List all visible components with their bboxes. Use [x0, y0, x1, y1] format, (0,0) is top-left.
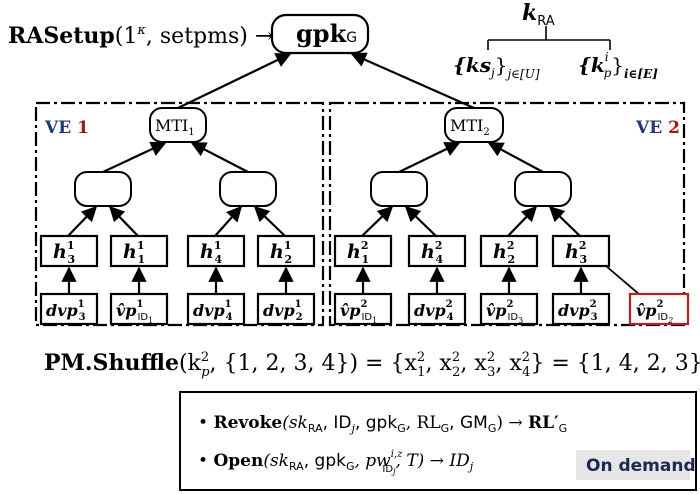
arrow-h42-2a [404, 205, 437, 237]
on-demand-badge [576, 450, 690, 480]
revoked-leaf-box [628, 292, 690, 326]
arrow-mti1-gpk [177, 53, 292, 109]
right-v-box-1 [407, 292, 467, 326]
gpk-root-node [270, 13, 370, 55]
arrow-h21-1b [253, 205, 286, 237]
ra-setup-expression: RASetup(1κ, setpms) → [8, 23, 273, 49]
left-h-box-3 [256, 234, 316, 268]
inner-node-2a [370, 171, 428, 207]
left-v-box-3 [256, 292, 316, 326]
arrow-1a-mti1 [102, 141, 167, 173]
arrow-h31-1a [67, 205, 98, 237]
ve2-box [328, 101, 686, 327]
right-h-box-1 [407, 234, 467, 268]
arrow-h41-1b [214, 205, 243, 237]
left-v-box-1 [109, 292, 169, 326]
arrow-h12-2a [361, 205, 394, 237]
left-v-box-2 [186, 292, 246, 326]
mti2-label: MTI2 [450, 116, 490, 138]
ve1-box [34, 101, 325, 327]
revoke-operation: • Revoke(skRA, IDj, gpkG, RLG, GMG) → RL… [198, 413, 567, 435]
arrow-mti2-gpk [350, 52, 475, 110]
right-v-box-2 [479, 292, 539, 326]
right-v-box-3 [551, 292, 611, 326]
on-demand-label: On demand [586, 456, 696, 476]
mti1-label: MTI1 [155, 116, 195, 138]
left-h-box-1 [109, 234, 169, 268]
gpk-root-label: gpkG [296, 19, 357, 48]
right-h-box-2 [479, 234, 539, 268]
inner-node-1b [219, 171, 277, 207]
left-h-box-0 [39, 234, 99, 268]
arrow-h22-2b [507, 205, 538, 237]
arrow-h32-2b [548, 205, 581, 237]
left-v-box-0 [39, 292, 99, 326]
ve2-label: VE 2 [635, 118, 680, 138]
inner-node-2b [514, 171, 572, 207]
kra-label: kRA [522, 0, 555, 29]
ve1-label: VE 1 [44, 118, 89, 138]
arrow-2a-mti2 [398, 142, 461, 173]
right-h-box-3 [551, 234, 611, 268]
arrow-h11-1a [108, 205, 139, 237]
revoke-link [605, 265, 641, 296]
inner-node-1a [74, 171, 132, 207]
arrow-2b-mti2 [487, 142, 544, 173]
right-h-box-0 [333, 234, 393, 268]
kra-user-keys: {ksj}j∈[U] [453, 53, 540, 81]
left-h-box-2 [186, 234, 246, 268]
ra-setup-label: RASetup [8, 23, 115, 49]
arrow-1b-mti1 [190, 142, 249, 173]
right-v-box-0 [333, 292, 393, 326]
